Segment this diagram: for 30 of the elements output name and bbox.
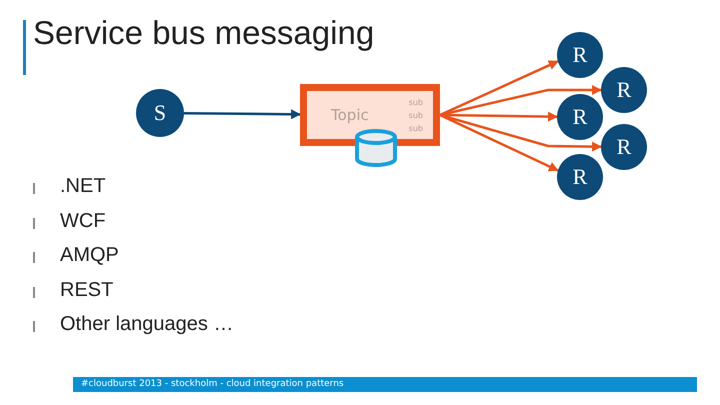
node-circle [601,124,647,170]
bullet-text: .NET [60,175,106,198]
footer-bar: #cloudburst 2013 - stockholm - cloud integration patterns [73,377,697,392]
node-letter: R [616,77,632,103]
node-letter: R [572,104,588,130]
slide-title: Service bus messaging [33,14,374,52]
node-letter: R [616,134,632,160]
node-circle [136,89,184,137]
subscription-label: sub [408,96,423,108]
subscription-label: sub [408,122,423,134]
node-letter: S [154,100,166,126]
node-letter: R [572,164,588,190]
topic-label: Topic [331,106,369,124]
bullet-text: WCF [60,210,106,232]
node-circle [557,94,603,140]
arrow [440,114,602,152]
bullet-text: AMQP [60,244,119,267]
node-letter: R [572,42,588,68]
arrow [184,109,301,120]
storage-cylinder [354,128,398,168]
bullet-text: Other languages … [60,313,234,336]
arrow [440,85,602,116]
node-circle [601,67,647,113]
node-circle [557,32,603,78]
arrow [439,60,559,116]
node-circle [557,154,603,200]
subscription-label: sub [408,110,423,122]
bullet-text: REST [60,278,114,302]
topic-box [300,84,440,146]
arrow [439,114,559,172]
